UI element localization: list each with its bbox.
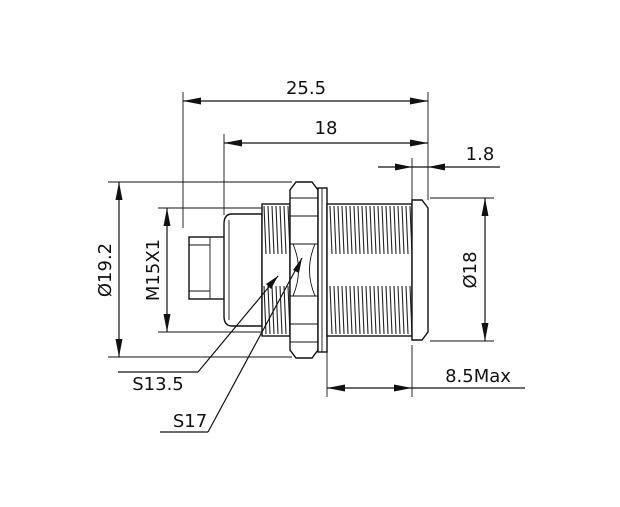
- front-thread-crest-lower: [333, 285, 337, 335]
- front-thread-crest-lower: [369, 285, 373, 335]
- hex-nut: [289, 181, 319, 359]
- front-thread-crest-upper: [341, 205, 345, 255]
- rear-thread-crest-lower: [275, 285, 279, 335]
- front-thread-crest-upper: [349, 205, 353, 255]
- front-thread-crest-upper: [365, 205, 369, 255]
- front-thread-crest-lower: [401, 285, 405, 335]
- front-thread-crest-upper: [357, 205, 361, 255]
- rear-thread-crest-upper: [263, 205, 267, 255]
- front-thread-crest-lower: [373, 285, 377, 335]
- front-thread-crest-lower: [397, 285, 401, 335]
- front-thread-crest-upper: [373, 205, 377, 255]
- front-thread-crest-lower: [345, 285, 349, 335]
- front-thread-crest-lower: [389, 285, 393, 335]
- front-thread-crest-lower: [381, 285, 385, 335]
- flange-thickness-label: 1.8: [466, 144, 495, 165]
- front-thread-crest-upper: [385, 205, 389, 255]
- front-thread-crest-upper: [369, 205, 373, 255]
- front-thread-crest-lower: [365, 285, 369, 335]
- front-thread-crest-lower: [393, 285, 397, 335]
- dimension-thread-spec: M15X1: [143, 207, 262, 333]
- overall-length-label: 25.5: [286, 78, 326, 99]
- dimension-front-diameter: Ø18: [430, 197, 494, 342]
- rear-thread-crest-upper: [271, 205, 275, 255]
- thread-spec-label: M15X1: [143, 239, 164, 301]
- small-hex-label: S13.5: [132, 374, 184, 395]
- front-thread-crest-upper: [405, 205, 409, 255]
- front-thread-crest-lower: [361, 285, 365, 335]
- front-thread-crest-upper: [337, 205, 341, 255]
- dimension-flange-thickness: 1.8: [378, 144, 500, 200]
- hex-leaders: S13.5 S17: [118, 257, 303, 433]
- connector-body: [188, 181, 429, 359]
- front-thread-crest-upper: [353, 205, 357, 255]
- front-thread-crest-lower: [337, 285, 341, 335]
- front-thread-crest-lower: [377, 285, 381, 335]
- rear-thread-crest-lower: [271, 285, 275, 335]
- panel-thickness-label: 8.5Max: [445, 366, 511, 387]
- front-thread: [326, 203, 413, 337]
- front-thread-crest-upper: [401, 205, 405, 255]
- rear-thread-crest-lower: [283, 285, 287, 335]
- front-thread-crest-lower: [329, 285, 333, 335]
- rear-thread-crest-upper: [283, 205, 287, 255]
- front-thread-crest-upper: [333, 205, 337, 255]
- front-thread-crest-upper: [389, 205, 393, 255]
- front-thread-crest-lower: [357, 285, 361, 335]
- front-thread-crest-lower: [341, 285, 345, 335]
- rear-thread-crest-upper: [275, 205, 279, 255]
- front-thread-crest-upper: [361, 205, 365, 255]
- rear-pin-housing: [188, 236, 230, 300]
- rear-thread-crest-upper: [267, 205, 271, 255]
- dimension-overall-length: 25.5: [182, 78, 429, 228]
- rear-thread-lines: [263, 205, 291, 335]
- front-thread-crest-upper: [329, 205, 333, 255]
- rear-thread-crest-lower: [279, 285, 283, 335]
- thread-length-label: 18: [315, 118, 338, 139]
- front-thread-crest-upper: [381, 205, 385, 255]
- large-hex-label: S17: [173, 411, 207, 432]
- rear-cap: [223, 213, 263, 327]
- front-thread-crest-lower: [405, 285, 409, 335]
- front-thread-crest-upper: [393, 205, 397, 255]
- front-thread-crest-upper: [397, 205, 401, 255]
- rear-thread-crest-lower: [267, 285, 271, 335]
- dimension-panel-thickness: 8.5Max: [326, 345, 525, 397]
- front-thread-crest-lower: [385, 285, 389, 335]
- front-thread-crest-upper: [377, 205, 381, 255]
- front-thread-crest-lower: [353, 285, 357, 335]
- dimension-nut-diameter: Ø19.2: [95, 181, 292, 358]
- front-flange: [411, 199, 429, 341]
- nut-diameter-label: Ø19.2: [95, 243, 116, 297]
- front-thread-crest-upper: [345, 205, 349, 255]
- front-diameter-label: Ø18: [460, 251, 481, 288]
- front-thread-crest-lower: [349, 285, 353, 335]
- dimension-thread-length: 18: [223, 118, 428, 215]
- washer: [317, 187, 328, 353]
- rear-thread-crest-upper: [279, 205, 283, 255]
